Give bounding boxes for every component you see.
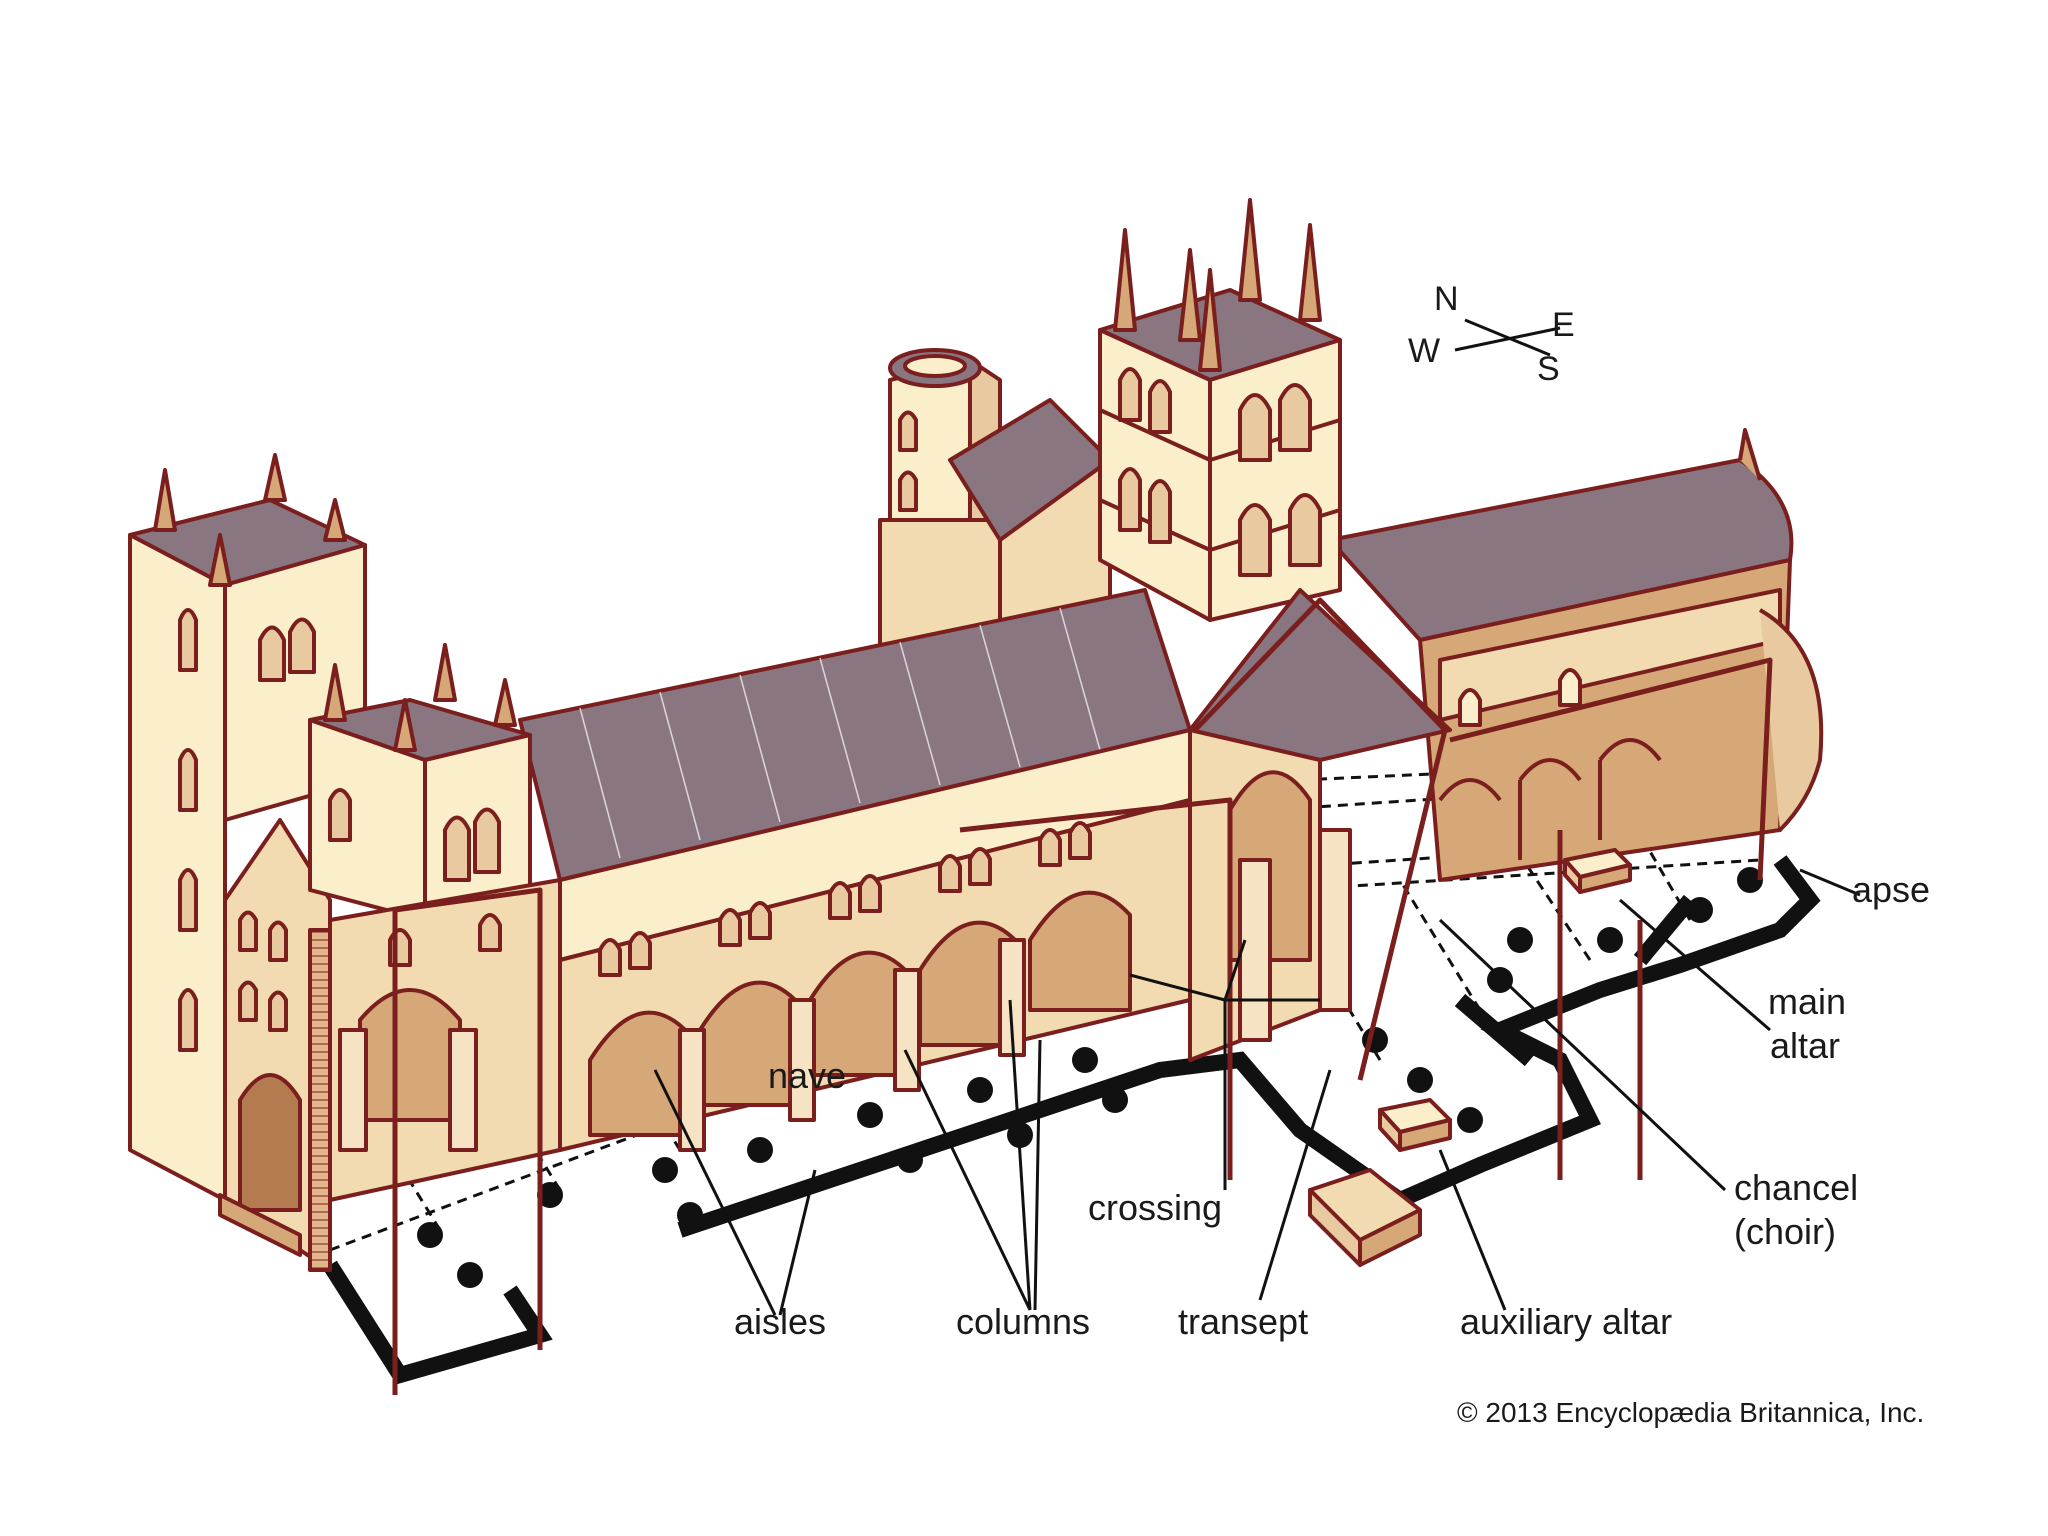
label-aisles: aisles xyxy=(734,1301,827,1342)
leader-lines xyxy=(653,868,1861,1316)
label-nave: nave xyxy=(768,1055,847,1096)
west-facade xyxy=(218,818,332,1272)
transept-roof-north xyxy=(948,398,1112,642)
west-tower-north xyxy=(128,453,367,1202)
compass-rose xyxy=(1454,318,1561,357)
copyright-credit: © 2013 Encyclopædia Britannica, Inc. xyxy=(1457,1397,1925,1428)
crypt-stair xyxy=(1308,1168,1422,1267)
auxiliary-altar xyxy=(1378,1098,1452,1152)
compass-north: N xyxy=(1434,280,1459,318)
cutaway-frame xyxy=(392,597,1773,1395)
plan-outer-walls xyxy=(323,855,1821,1385)
building xyxy=(128,198,1824,1395)
west-tower-south xyxy=(308,643,532,922)
main-altar xyxy=(1563,848,1632,894)
compass-east: E xyxy=(1552,306,1575,344)
compass-west: W xyxy=(1408,332,1441,370)
label-chancel: chancel (choir) xyxy=(1734,1166,1858,1254)
label-main-altar-line2: altar xyxy=(1770,1025,1841,1066)
label-crossing: crossing xyxy=(1088,1187,1223,1228)
label-apse: apse xyxy=(1852,869,1931,910)
crossing-tower xyxy=(1098,198,1342,622)
label-columns: columns xyxy=(956,1301,1091,1342)
compass-south: S xyxy=(1537,350,1560,388)
label-chancel-line1: chancel xyxy=(1734,1167,1859,1208)
label-main-altar: main altar xyxy=(1768,980,1846,1068)
nave-arcade xyxy=(558,728,1192,1152)
plan-piers xyxy=(417,867,1763,1288)
chancel-structure xyxy=(1328,428,1824,882)
label-transept: transept xyxy=(1178,1301,1309,1342)
label-auxiliary-altar: auxiliary altar xyxy=(1460,1301,1673,1342)
compass-we-line xyxy=(1454,326,1561,352)
label-chancel-line2: (choir) xyxy=(1734,1211,1837,1252)
label-main-altar-line1: main xyxy=(1768,981,1847,1022)
nave-roof xyxy=(518,588,1192,882)
transept-south xyxy=(1188,588,1452,1062)
aisle-cutaway xyxy=(328,878,562,1202)
